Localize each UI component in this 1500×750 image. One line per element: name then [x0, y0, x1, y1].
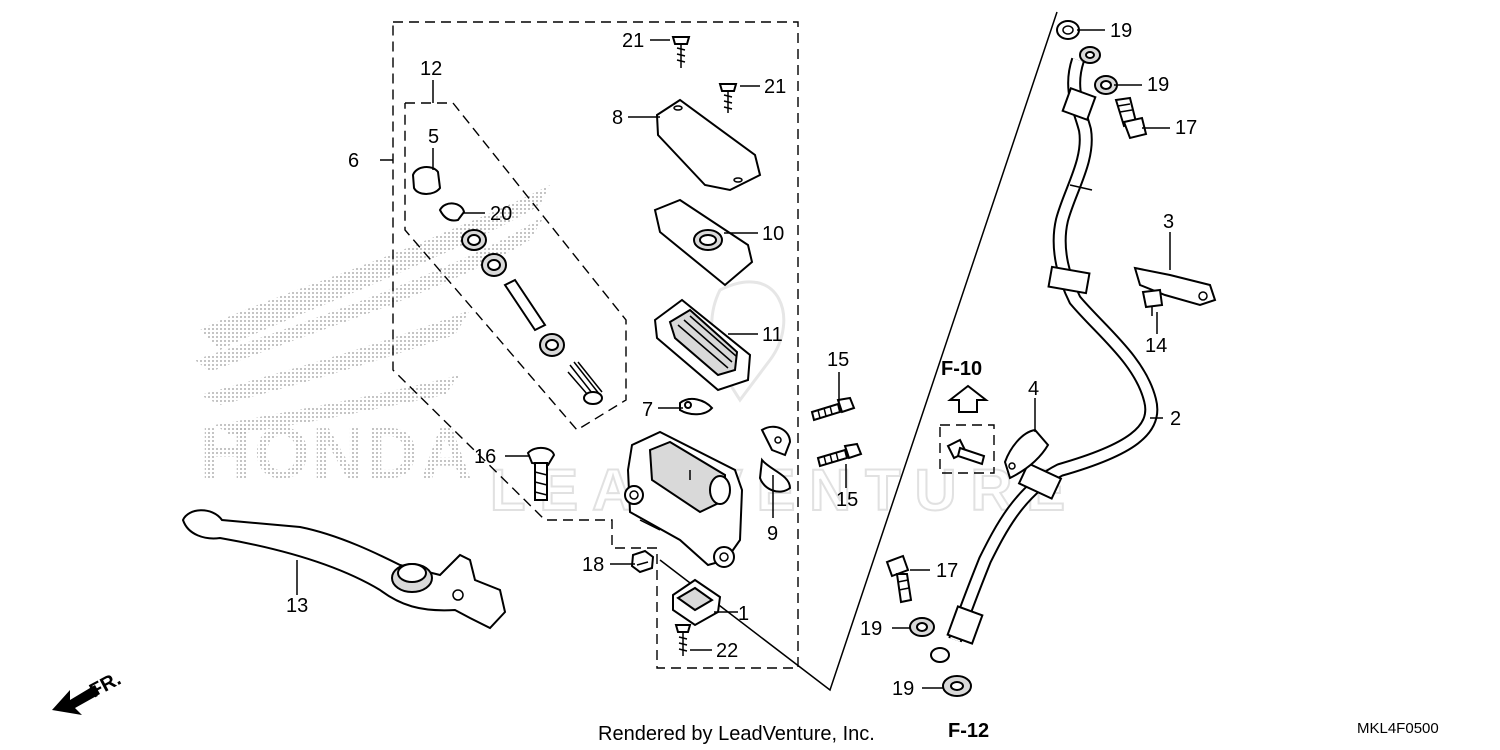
diaphragm — [653, 298, 752, 392]
rendered-by-text: Rendered by LeadVenture, Inc. — [598, 723, 875, 745]
callout-18: 18 — [582, 554, 604, 576]
screw-21-top — [671, 36, 691, 68]
brake-lever — [181, 509, 507, 630]
screw-21-right — [718, 83, 738, 113]
callout-21-right: 21 — [764, 76, 786, 98]
nut-18 — [630, 549, 655, 574]
hose-clamp-3 — [1133, 266, 1217, 307]
callout-15-lower: 15 — [836, 489, 858, 511]
bolt-15-upper — [810, 396, 856, 422]
callout-11: 11 — [762, 324, 783, 346]
callout-21-top: 21 — [622, 30, 644, 52]
callout-7: 7 — [642, 399, 653, 421]
front-direction-arrow: FR. — [52, 668, 125, 715]
ref-f12: F-12 — [948, 720, 989, 742]
honda-wing-logo: HONDA — [195, 185, 550, 494]
piston-kit-parts — [411, 166, 603, 405]
ref-f10: F-10 — [941, 358, 982, 380]
reservoir-plate — [653, 198, 754, 287]
callout-15-upper: 15 — [827, 349, 849, 371]
callout-19-b: 19 — [1147, 74, 1169, 96]
diagram-code: MKL4F0500 — [1357, 720, 1439, 737]
callout-17-bottom: 17 — [936, 560, 958, 582]
brake-hose — [930, 20, 1159, 663]
callout-5: 5 — [428, 126, 439, 148]
f10-reference — [939, 384, 995, 474]
callout-1: 1 — [738, 603, 749, 625]
washer-19-d — [942, 675, 972, 697]
callout-19-a: 19 — [1110, 20, 1132, 42]
callout-12: 12 — [420, 58, 442, 80]
bolt-17-top — [1114, 96, 1148, 140]
bolt-f10 — [946, 438, 986, 466]
callout-22: 22 — [716, 640, 738, 662]
pivot-bolt-16 — [526, 447, 556, 501]
callout-10: 10 — [762, 223, 784, 245]
washer-19-b — [1094, 75, 1118, 95]
reservoir-cap — [655, 98, 762, 192]
clip-7 — [679, 397, 714, 416]
piston-kit-frame — [404, 102, 627, 431]
washer-19-a — [1079, 46, 1101, 64]
holder-clamp — [758, 425, 792, 493]
callout-3: 3 — [1163, 211, 1174, 233]
callout-14: 14 — [1145, 335, 1167, 357]
callout-6: 6 — [348, 150, 359, 172]
callout-9: 9 — [767, 523, 778, 545]
callout-13: 13 — [286, 595, 308, 617]
callout-16: 16 — [474, 446, 496, 468]
callout-labels: 1 2 3 4 5 6 7 8 9 10 11 12 13 14 15 15 1… — [286, 20, 1197, 742]
callout-8: 8 — [612, 107, 623, 129]
leader-lines — [296, 29, 1171, 689]
washer-19-c — [909, 617, 935, 637]
callout-4: 4 — [1028, 378, 1039, 400]
master-cylinder-frame — [392, 21, 799, 669]
callout-2: 2 — [1170, 408, 1181, 430]
callout-20: 20 — [490, 203, 512, 225]
screw-22 — [674, 624, 692, 656]
master-cylinder-body — [624, 430, 744, 568]
honda-brand-text: HONDA — [200, 414, 474, 494]
hose-guide-4 — [1003, 428, 1050, 480]
brake-switch — [672, 578, 722, 627]
bolt-14 — [1141, 288, 1164, 316]
callout-19-c: 19 — [860, 618, 882, 640]
callout-19-d: 19 — [892, 678, 914, 700]
bolt-17-bottom — [885, 554, 913, 604]
snap-ring-20 — [438, 202, 466, 222]
footer: Rendered by LeadVenture, Inc. MKL4F0500 — [598, 720, 1439, 745]
bolt-15-lower — [816, 442, 863, 468]
callout-17-top: 17 — [1175, 117, 1197, 139]
cap-5 — [411, 166, 442, 195]
